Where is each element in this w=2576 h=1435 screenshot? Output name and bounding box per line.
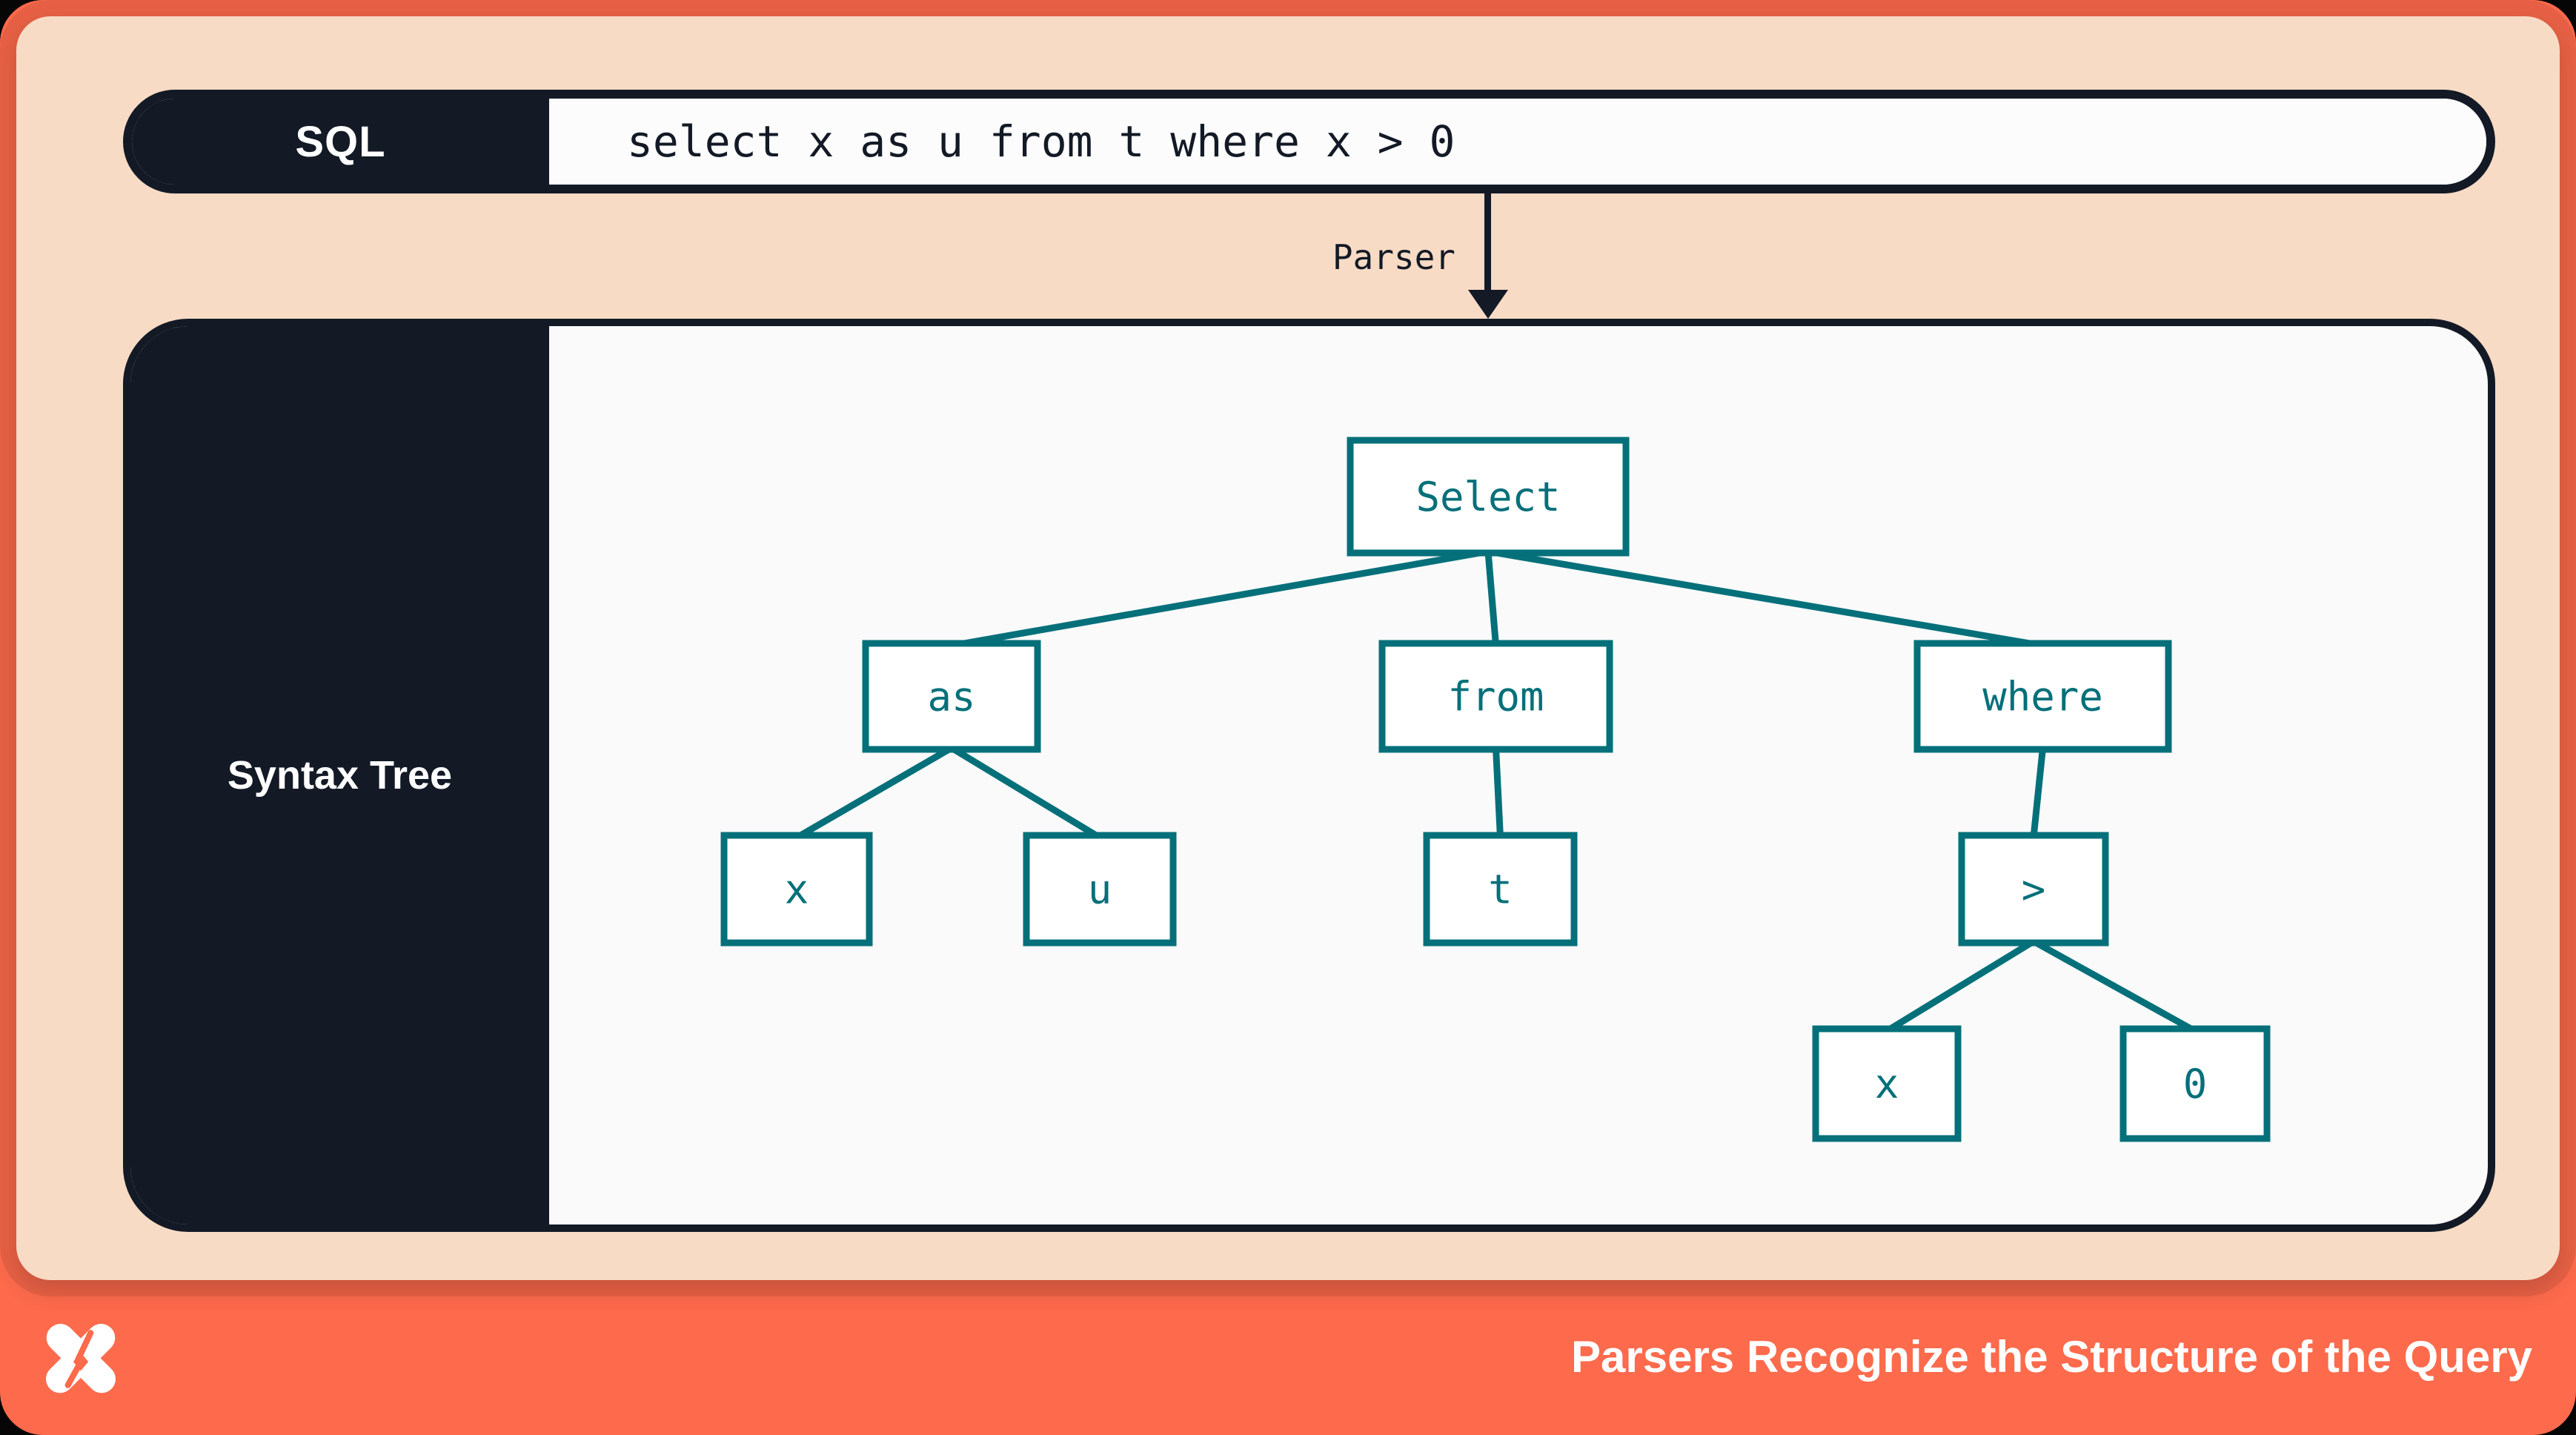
syntax-tree-label-cell: Syntax Tree: [130, 326, 549, 1224]
parser-arrow-line: [1484, 193, 1491, 293]
tree-node-zero: 0: [2119, 1025, 2271, 1142]
sql-bar-label-cell: SQL: [132, 99, 549, 185]
tree-node-label: as: [927, 674, 975, 720]
pinwheel-x-logo-icon: [46, 1324, 116, 1393]
tree-node-as: as: [862, 640, 1041, 753]
sql-query-cell: select x as u from t where x > 0: [549, 99, 2486, 185]
parser-label: Parser: [1332, 237, 1455, 277]
tree-edge-where-gt: [2030, 747, 2046, 838]
tree-node-box: [1423, 832, 1578, 947]
sql-input-bar: SQL select x as u from t where x > 0: [123, 90, 2495, 193]
footer-title: Parsers Recognize the Structure of the Q…: [1570, 1332, 2532, 1382]
tree-node-x-alias: x: [720, 832, 873, 947]
tree-edge-select-as: [951, 548, 1489, 649]
tree-node-gt: >: [1958, 832, 2109, 947]
tree-edge-gt-x-operand: [1885, 938, 2036, 1034]
tree-node-box: [1023, 832, 1177, 947]
tree-node-from: from: [1378, 640, 1613, 753]
tree-node-label: 0: [2183, 1061, 2208, 1107]
tree-node-label: from: [1447, 674, 1544, 720]
syntax-tree-canvas: Select as from where x u t > x 0: [549, 326, 2488, 1224]
tree-node-box: [1378, 640, 1613, 753]
syntax-tree-label: Syntax Tree: [227, 753, 453, 798]
tree-edge-select-from: [1484, 551, 1499, 646]
tree-edge-as-u: [949, 745, 1102, 841]
sql-bar-label: SQL: [295, 117, 386, 166]
tree-edge-gt-zero: [2031, 938, 2197, 1034]
parser-arrow-head-icon: [1468, 290, 1508, 319]
sql-query-text: select x as u from t where x > 0: [627, 116, 1455, 167]
tree-node-box: [2119, 1025, 2271, 1142]
tree-node-label: where: [1982, 674, 2103, 720]
tree-node-label: Select: [1415, 474, 1560, 520]
tree-edge-from-t: [1493, 747, 1504, 838]
tree-node-label: t: [1488, 866, 1513, 913]
tree-node-t: t: [1423, 832, 1578, 947]
tree-node-label: >: [2022, 866, 2046, 913]
syntax-tree-diagram: Select as from where x u t > x 0: [720, 437, 2271, 1142]
tree-edge-select-where: [1487, 548, 2044, 649]
tree-node-u: u: [1023, 832, 1177, 947]
tree-node-where: where: [1913, 640, 2172, 753]
tree-node-box: [720, 832, 873, 947]
tree-node-label: x: [785, 866, 809, 913]
tree-node-label: x: [1875, 1061, 1899, 1107]
tree-node-label: u: [1088, 866, 1112, 913]
tree-node-x-operand: x: [1812, 1025, 1962, 1142]
syntax-tree-panel: Syntax Tree Select as from where x u t > x 0: [123, 319, 2495, 1232]
tree-node-box: [1812, 1025, 1962, 1142]
content-card: SQL select x as u from t where x > 0 Par…: [16, 16, 2560, 1280]
tree-edge-as-x-alias: [794, 745, 954, 841]
tree-node-select: Select: [1347, 437, 1630, 557]
tree-node-box: [862, 640, 1041, 753]
tree-node-box: [1347, 437, 1630, 557]
tree-node-box: [1913, 640, 2172, 753]
tree-node-box: [1958, 832, 2109, 947]
